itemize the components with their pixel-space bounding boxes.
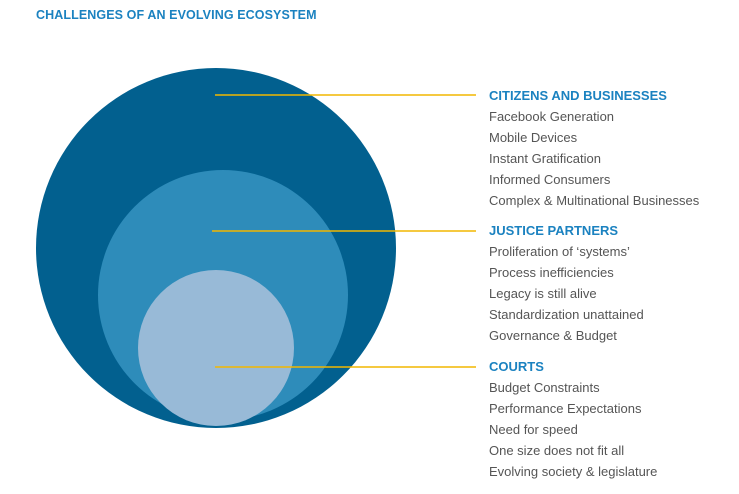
group-item: Informed Consumers — [489, 172, 611, 187]
group-item: Governance & Budget — [489, 328, 617, 343]
group-heading: COURTS — [489, 359, 544, 374]
group-item: Proliferation of ‘systems’ — [489, 244, 630, 259]
group-item: Need for speed — [489, 422, 578, 437]
group-heading: JUSTICE PARTNERS — [489, 223, 619, 238]
group-item: Budget Constraints — [489, 380, 600, 395]
group-item: One size does not fit all — [489, 443, 625, 458]
group-item: Facebook Generation — [489, 109, 615, 124]
page-title: CHALLENGES OF AN EVOLVING ECOSYSTEM — [36, 8, 317, 22]
group-justice-partners: JUSTICE PARTNERS Proliferation of ‘syste… — [489, 222, 644, 346]
group-item: Legacy is still alive — [489, 286, 597, 301]
group-item: Process inefficiencies — [489, 265, 614, 280]
group-item: Performance Expectations — [489, 401, 642, 416]
group-citizens-and-businesses: CITIZENS AND BUSINESSES Facebook Generat… — [489, 87, 699, 211]
group-item: Evolving society & legislature — [489, 464, 658, 479]
group-item: Instant Gratification — [489, 151, 601, 166]
inner-circle-courts — [138, 270, 294, 426]
group-courts: COURTS Budget Constraints Performance Ex… — [489, 358, 657, 482]
group-item: Standardization unattained — [489, 307, 644, 322]
group-item: Mobile Devices — [489, 130, 578, 145]
group-heading: CITIZENS AND BUSINESSES — [489, 88, 667, 103]
group-item: Complex & Multinational Businesses — [489, 193, 700, 208]
